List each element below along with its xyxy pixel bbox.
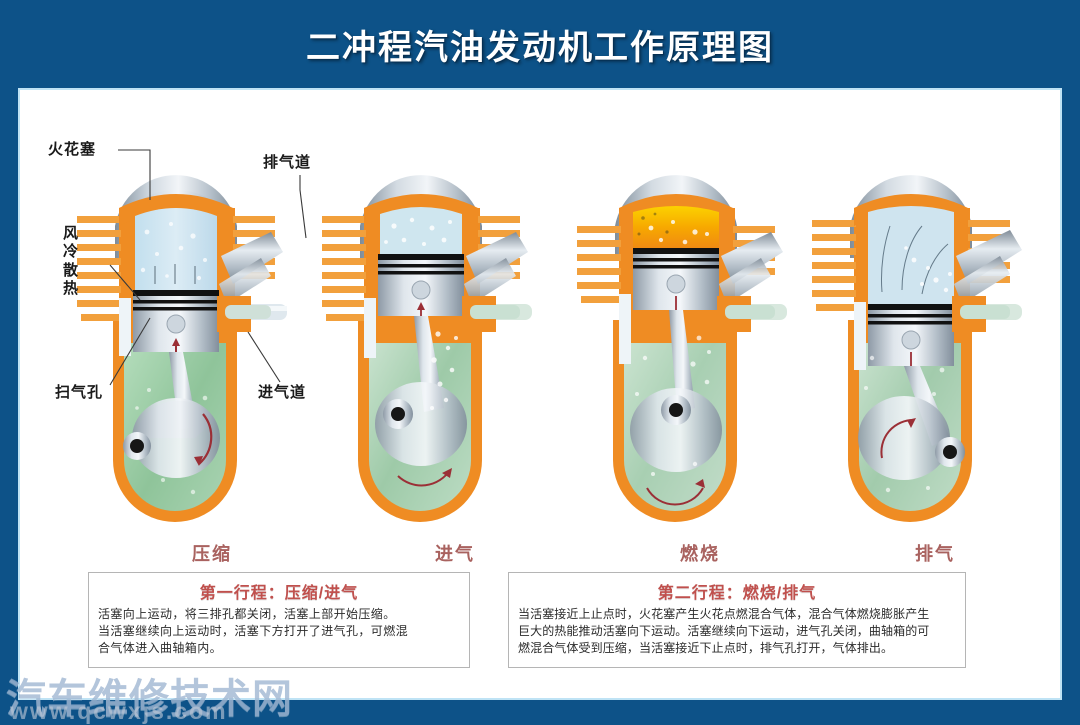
caption-one-body: 活塞向上运动，将三排孔都关闭，活塞上部开始压缩。 当活塞继续向上运动时，活塞下方… [98,606,460,657]
content-panel [18,88,1062,700]
caption-stroke-two: 第二行程：燃烧/排气 当活塞接近上止点时，火花塞产生火花点燃混合气体，混合气体燃… [508,572,966,668]
page-title: 二冲程汽油发动机工作原理图 [306,28,774,67]
engine-diagram-exhaust [810,108,1040,548]
engine-diagram-row [20,108,1060,608]
callout-scavenge-port: 扫气孔 [55,384,104,401]
callout-exhaust-port: 排气道 [263,154,312,171]
stage-label-combustion: 燃烧 [680,544,720,564]
engine-diagram-intake [320,108,550,548]
engine-diagram-combustion [575,108,805,548]
engine-diagram-compression [75,108,305,548]
callout-air-cooling: 风冷散热 [62,225,79,297]
caption-one-line-3: 合气体进入曲轴箱内。 [98,641,223,656]
caption-two-heading: 第二行程：燃烧/排气 [657,585,817,602]
caption-two-body: 当活塞接近上止点时，火花塞产生火花点燃混合气体，混合气体燃烧膨胀产生 巨大的热能… [518,606,956,657]
title-bar: 二冲程汽油发动机工作原理图 [0,0,1080,88]
callout-intake-port: 进气道 [258,384,307,401]
caption-two-line-3: 燃混合气体受到压缩，当活塞接近下止点时，排气孔打开，气体排出。 [518,641,894,656]
caption-one-line-1: 活塞向上运动，将三排孔都关闭，活塞上部开始压缩。 [98,607,396,621]
stage-label-intake: 进气 [435,544,475,564]
stage-label-compression: 压缩 [192,544,232,564]
stage-label-exhaust: 排气 [915,544,955,564]
caption-one-heading: 第一行程：压缩/进气 [199,585,359,602]
caption-two-line-2: 巨大的热能推动活塞向下运动。活塞继续向下运动，进气孔关闭，曲轴箱的可 [518,624,930,639]
callout-spark-plug: 火花塞 [48,141,97,158]
caption-stroke-one: 第一行程：压缩/进气 活塞向上运动，将三排孔都关闭，活塞上部开始压缩。 当活塞继… [88,572,470,668]
caption-one-line-2: 当活塞继续向上运动时，活塞下方打开了进气孔，可燃混 [98,624,409,639]
caption-two-line-1: 当活塞接近上止点时，火花塞产生火花点燃混合气体，混合气体燃烧膨胀产生 [518,607,930,621]
